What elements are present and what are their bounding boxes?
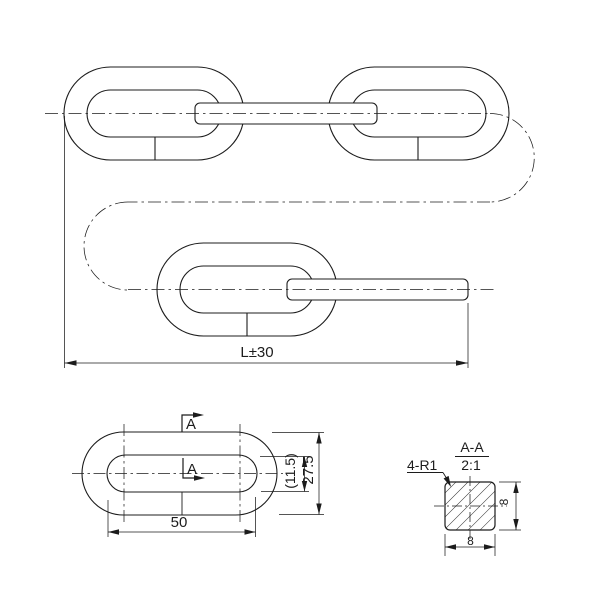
dimension-outer-height-label: 27.5 (300, 455, 317, 484)
dimension-overall-length-label: L±30 (240, 344, 273, 361)
chain-centerline (45, 113, 535, 291)
section-cut-marker-top (181, 412, 204, 432)
chain-assembly-view (63, 66, 510, 337)
dimension-overall-length (64, 116, 469, 368)
section-marker-top-label: A (186, 416, 196, 433)
section-title: A-A (460, 439, 484, 455)
section-marker-mid-label: A (187, 461, 197, 478)
corner-radius-note: 4-R1 (407, 457, 438, 473)
dimension-section-height (499, 481, 521, 531)
dimension-section-width-label: 8 (467, 534, 474, 548)
dimension-inner-height (260, 456, 309, 492)
dimension-section-height-label: 8 (497, 498, 511, 505)
section-scale: 2:1 (461, 457, 481, 473)
dimension-section-width (444, 534, 496, 556)
section-view: A-A 2:1 4-R1 8 (407, 439, 521, 556)
dimension-detail-length (107, 497, 256, 537)
section-arrow (193, 412, 204, 418)
arrowhead-left (64, 360, 77, 366)
dimension-inner-height-label: (11.5) (282, 453, 298, 489)
section-centerlines (434, 476, 507, 539)
section-cut-marker-mid (182, 458, 205, 481)
dimension-outer-height (272, 432, 324, 515)
chain-link-2 (327, 66, 510, 161)
detail-centerlines (72, 424, 283, 523)
section-arrow (194, 475, 205, 481)
arrowhead-right (456, 360, 468, 366)
dimension-detail-length-label: 50 (171, 514, 188, 531)
